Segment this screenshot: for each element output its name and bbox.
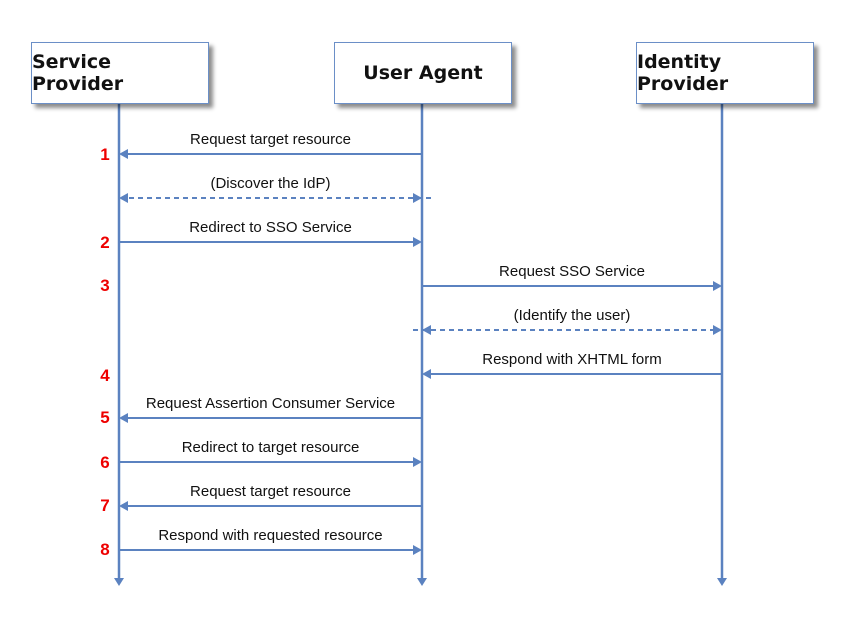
step-number: 8 xyxy=(100,540,110,559)
arrowhead xyxy=(119,193,128,203)
arrowhead xyxy=(119,149,128,159)
participant-label: User Agent xyxy=(363,62,483,84)
message-label: Respond with XHTML form xyxy=(482,351,662,368)
step-number: 1 xyxy=(100,145,110,164)
step-number: 6 xyxy=(100,453,110,472)
lifeline-arrowhead xyxy=(717,578,727,586)
arrowhead xyxy=(413,457,422,467)
step-number: 2 xyxy=(100,233,110,252)
arrowhead xyxy=(413,545,422,555)
participant-service-provider: Service Provider xyxy=(31,42,209,104)
lifeline-arrowhead xyxy=(417,578,427,586)
arrowhead xyxy=(119,501,128,511)
participant-identity-provider: Identity Provider xyxy=(636,42,814,104)
participant-user-agent: User Agent xyxy=(334,42,512,104)
message-label: (Identify the user) xyxy=(513,307,631,324)
arrowhead xyxy=(713,325,722,335)
message-label: Respond with requested resource xyxy=(158,527,383,544)
arrowhead xyxy=(413,193,422,203)
arrowhead xyxy=(422,369,431,379)
participant-label: Service Provider xyxy=(32,51,124,95)
message-label: Request target resource xyxy=(190,483,351,500)
arrowhead xyxy=(713,281,722,291)
arrowhead xyxy=(119,413,128,423)
step-number: 5 xyxy=(100,408,110,427)
step-number: 4 xyxy=(100,366,110,385)
participant-label: Identity Provider xyxy=(637,51,729,95)
step-number: 7 xyxy=(100,496,110,515)
message-label: Request Assertion Consumer Service xyxy=(145,395,396,412)
message-label: Request target resource xyxy=(190,131,351,148)
message-label: (Discover the IdP) xyxy=(210,175,331,192)
arrowhead xyxy=(413,237,422,247)
arrowhead xyxy=(422,325,431,335)
message-label: Request SSO Service xyxy=(499,263,645,280)
message-label: Redirect to target resource xyxy=(181,439,360,456)
message-label: Redirect to SSO Service xyxy=(189,219,352,236)
lifeline-arrowhead xyxy=(114,578,124,586)
step-number: 3 xyxy=(100,276,110,295)
